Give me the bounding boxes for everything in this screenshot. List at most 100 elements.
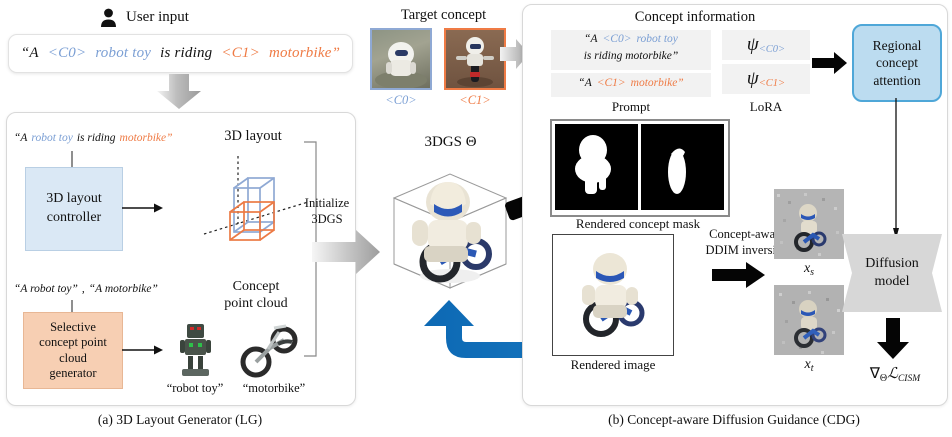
gradient-loss-subscript: CISM <box>897 374 921 384</box>
motorbike-pointcloud <box>238 318 300 380</box>
selective-concept-generator-box[interactable]: Selective concept point cloud generator <box>23 312 123 389</box>
prompt-token: , <box>81 283 85 295</box>
controller-label-line1: 3D layout <box>46 191 102 207</box>
xt-noisy-image <box>774 285 844 355</box>
prompt-token: <C1> <box>221 45 260 61</box>
xs-noisy-image <box>774 189 844 259</box>
prompt-box-c1-line: “A <C1> motorbike” <box>551 77 711 89</box>
xs-symbol: x <box>803 261 811 276</box>
rendered-concept-mask-group <box>550 119 730 217</box>
xs-label: xs <box>774 261 844 278</box>
robot-toy-pointcloud <box>172 318 218 380</box>
generator-label-line1: Selective <box>50 320 96 334</box>
ddim-line1: Concept-aware <box>709 227 785 241</box>
user-input-prompt-box[interactable]: “A <C0> robot toy is riding <C1> motorbike” <box>8 34 353 73</box>
user-input-title: User input <box>126 8 189 25</box>
regional-concept-attention-box[interactable]: Regional concept attention <box>852 24 942 102</box>
target-concept-image-c1 <box>444 28 506 90</box>
user-input-header: User input <box>100 4 280 30</box>
prompt-box-c1[interactable]: “A <C1> motorbike” <box>551 73 711 97</box>
concept-pointcloud-title: Concept point cloud <box>196 279 316 313</box>
line-rca-to-diffusion <box>893 98 899 240</box>
prompt-caption: Prompt <box>611 99 651 114</box>
gaussian-title: 3DGS Θ <box>424 134 477 150</box>
prompt-token: robot toy <box>31 132 73 144</box>
rendered-image-caption: Rendered image <box>570 357 656 372</box>
lora-sub-c0: <C0> <box>758 43 786 55</box>
gradient-loss-label: ∇ΘℒCISM <box>845 364 945 384</box>
initialize-line1: Initialize <box>304 196 350 210</box>
prompt-token: “A <box>578 77 592 89</box>
prompt-token: motorbike” <box>268 45 341 61</box>
target-concept-label-c1: <C1> <box>459 93 491 107</box>
lora-caption: LoRA <box>749 99 783 114</box>
rca-line2: concept <box>876 55 918 71</box>
3d-layout-controller-box[interactable]: 3D layout controller <box>25 167 123 251</box>
target-concept-label-c0: <C0> <box>385 93 417 107</box>
prompt-token: is riding <box>160 45 213 61</box>
lora-sub-c1: <C1> <box>758 77 786 89</box>
lora-psi-c0: ψ <box>746 34 759 55</box>
gradient-nabla: ∇ <box>869 366 880 382</box>
prompt-token: “A motorbike” <box>88 283 158 295</box>
arrow-initialize-3dgs <box>312 228 382 276</box>
ddim-line2: DDIM inversion <box>705 243 789 258</box>
prompt-box-c0-line2: is riding motorbike” <box>583 50 679 62</box>
caption-a: (a) 3D Layout Generator (LG) <box>97 412 263 427</box>
diffusion-model-block[interactable] <box>840 232 944 314</box>
diffusion-model-label: Diffusion model <box>840 246 944 300</box>
3d-layout-title: 3D layout <box>224 128 282 144</box>
xt-subscript: t <box>810 363 814 374</box>
gaussian-splat-cube <box>378 158 522 310</box>
3d-layout-wireframe <box>196 150 316 260</box>
diffusion-line2: model <box>874 274 910 289</box>
prompt-box-c0[interactable]: “A<C0>robot toy is riding motorbike” <box>551 30 711 70</box>
robot-toy-pointcloud-label: “robot toy” <box>166 381 224 395</box>
rendered-concept-mask-caption: Rendered concept mask <box>575 216 701 231</box>
rendered-image-box <box>552 234 674 356</box>
lora-box-c0[interactable]: ψ<C0> <box>722 30 810 60</box>
pointcloud-title-line1: Concept <box>232 279 280 294</box>
arrow-to-regional-attention <box>812 52 848 74</box>
xs-subscript: s <box>810 267 815 278</box>
xt-symbol: x <box>804 357 811 372</box>
prompt-token: “A <box>14 132 28 144</box>
xt-label: xt <box>774 357 844 374</box>
initialize-3dgs-label: Initialize 3DGS <box>296 196 358 227</box>
caption-b: (b) Concept-aware Diffusion Guidance (CD… <box>608 412 860 427</box>
arrow-ddim-inversion <box>712 262 766 288</box>
prompt-token: “A <box>20 45 39 61</box>
lg-connector-top <box>70 151 74 169</box>
pointcloud-title-line2: point cloud <box>224 295 288 311</box>
initialize-line2: 3DGS <box>311 211 343 226</box>
prompt-token: <C0> <box>602 33 632 45</box>
concept-information-title: Concept information <box>634 9 756 25</box>
target-concept-title: Target concept <box>400 7 487 23</box>
flow-arrow-down-grey <box>155 74 203 110</box>
gradient-theta-sub: Θ <box>879 373 888 384</box>
user-input-prompt: “A <C0> robot toy is riding <C1> motorbike” <box>21 45 340 62</box>
lora-box-c1[interactable]: ψ<C1> <box>722 64 810 94</box>
arrow-diffusion-output <box>876 318 910 360</box>
prompt-token: <C1> <box>596 77 626 89</box>
target-concept-image-c0 <box>370 28 432 90</box>
prompt-token: is riding <box>76 132 116 144</box>
gradient-loss-symbol: ℒ <box>887 366 898 382</box>
prompt-token: “A robot toy” <box>14 283 78 295</box>
arrow-generator-to-pointcloud <box>122 343 164 357</box>
prompt-token: robot toy <box>636 33 678 45</box>
prompt-token: <C0> <box>47 45 87 61</box>
rca-line1: Regional <box>872 37 922 53</box>
person-icon <box>100 8 117 27</box>
ddim-inversion-label: Concept-aware DDIM inversion <box>683 226 811 259</box>
prompt-token: motorbike” <box>630 77 684 89</box>
lg-prompt-bottom: “A robot toy”,“A motorbike” <box>14 283 204 295</box>
prompt-box-c0-line1: “A<C0>robot toy <box>551 33 711 45</box>
diffusion-line1: Diffusion <box>865 256 919 272</box>
prompt-token: robot toy <box>95 45 152 61</box>
lora-psi-c1: ψ <box>746 68 759 89</box>
controller-label-line2: controller <box>46 210 102 225</box>
arrow-target-to-cdg <box>500 38 530 70</box>
generator-label-line3: cloud <box>59 350 87 365</box>
